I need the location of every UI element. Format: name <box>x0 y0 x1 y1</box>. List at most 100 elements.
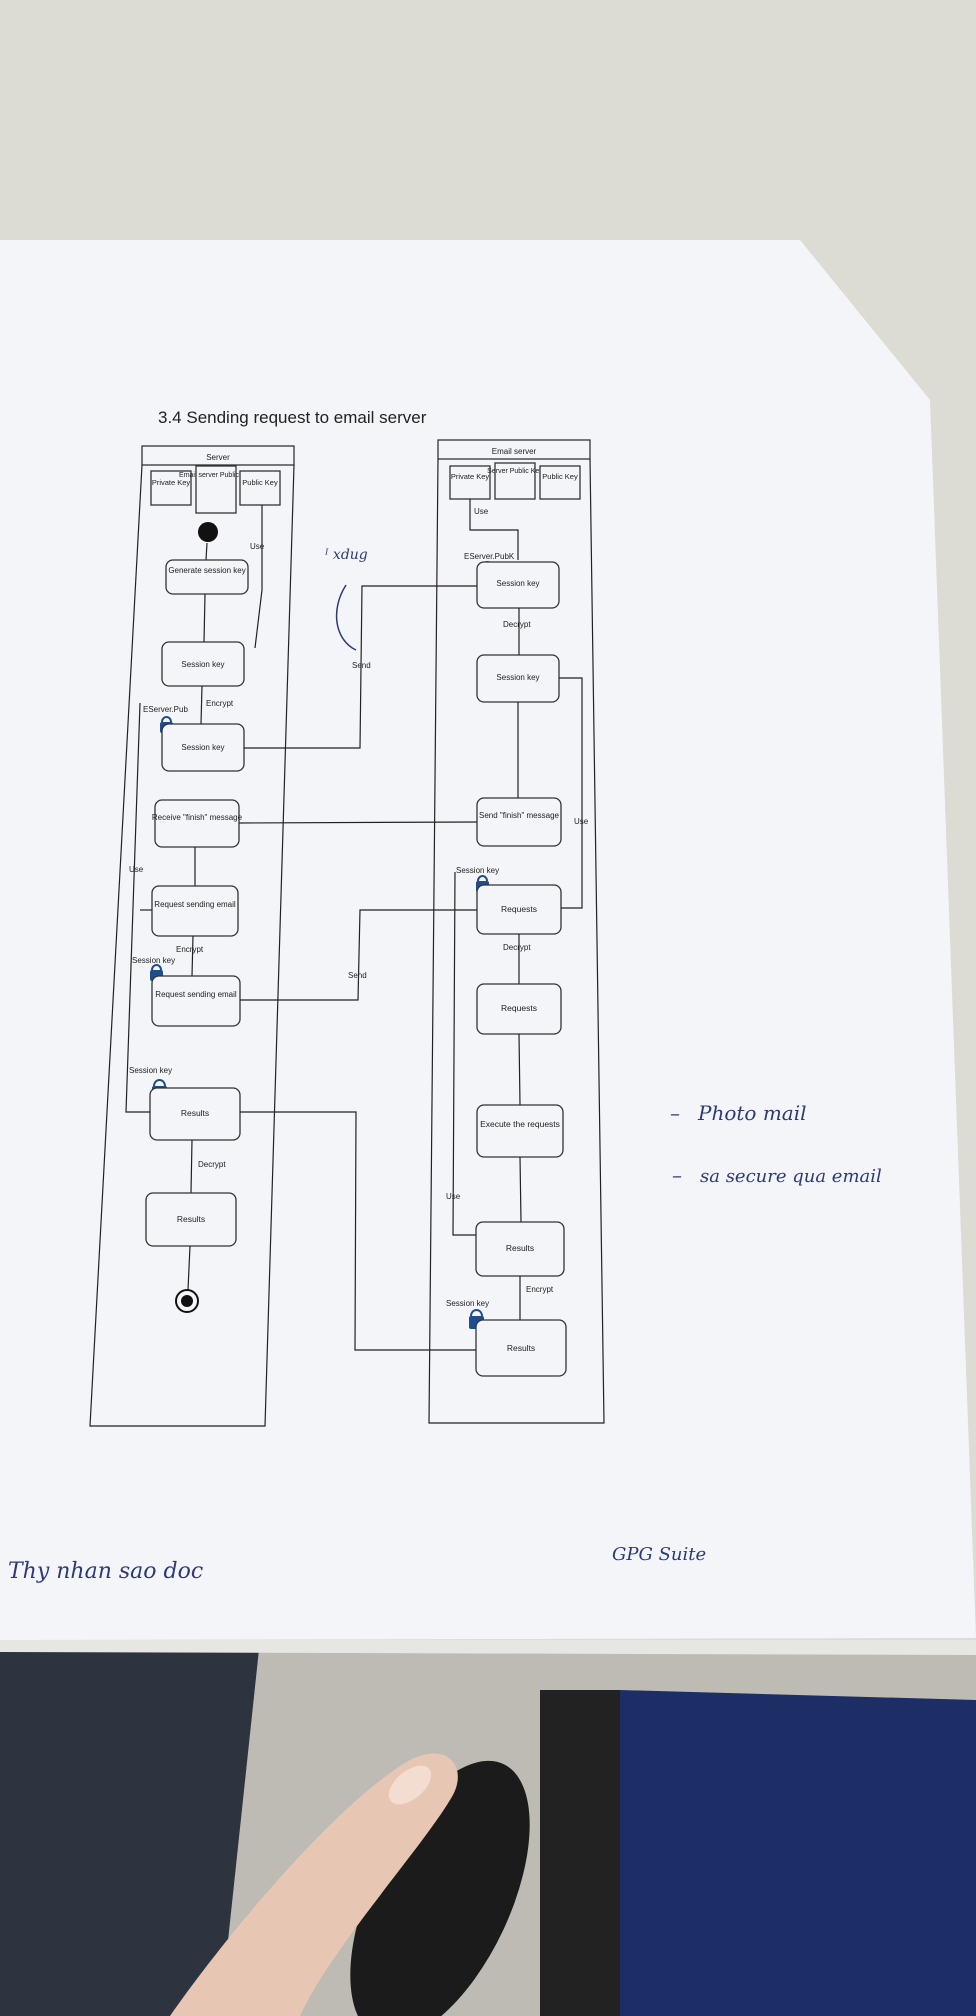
node-requests-2-label: Requests <box>501 1003 537 1013</box>
node-execute-requests <box>476 1104 564 1158</box>
node-execute-label: Execute the requests <box>480 1119 560 1129</box>
label-decrypt-server: Decrypt <box>198 1160 226 1169</box>
node-send-finish-label: Send "finish" message <box>479 811 559 820</box>
server-key-private-box <box>150 470 192 506</box>
node-email-session-key-1 <box>476 561 560 609</box>
node-request-sending-2 <box>151 975 241 1027</box>
email-use-label-1: Use <box>474 507 489 516</box>
node-request-sending-2-label: Request sending email <box>155 990 237 999</box>
node-session-key-2-label: Session key <box>181 743 224 752</box>
handwritten-gpg-suite: GPG Suite <box>612 1544 706 1565</box>
shoe <box>350 1760 530 2016</box>
node-email-results-1-label: Results <box>506 1243 534 1253</box>
server-lane-title: Server <box>206 453 230 462</box>
node-email-results-2 <box>475 1319 567 1377</box>
server-lane: Server Private Key Email server Public K… <box>89 445 295 1427</box>
node-receive-finish-label: Receive "finish" message <box>152 813 243 822</box>
server-key-private: Private Key <box>152 478 191 487</box>
label-encrypt-2: Encrypt <box>176 945 204 954</box>
label-email-decrypt-2: Decrypt <box>503 943 531 952</box>
handwritten-curl-arrow <box>335 584 357 651</box>
section-title: 3.4 Sending request to email server <box>158 408 427 427</box>
node-email-results-2-label: Results <box>507 1343 535 1353</box>
node-generate-session-key <box>165 559 249 595</box>
flow-send-label-2: Send <box>348 971 367 980</box>
fingernail <box>388 1765 432 1805</box>
edge-to-end <box>187 1245 191 1291</box>
cross-lane-flows: Send Send <box>238 585 478 1351</box>
email-use-line-left <box>452 871 476 1236</box>
label-email-encrypt: Encrypt <box>526 1285 554 1294</box>
flow-send-label-1: Send <box>352 661 371 670</box>
end-node-ring <box>175 1289 199 1313</box>
server-use-label-top: Use <box>250 542 265 551</box>
email-key-public: Public Key <box>542 472 578 481</box>
flow-finish-message <box>238 821 478 824</box>
email-lane-title: Email server <box>492 447 537 456</box>
node-send-finish <box>476 797 562 847</box>
node-request-sending-1-label: Request sending email <box>154 900 236 909</box>
node-results-2-label: Results <box>177 1214 205 1224</box>
node-receive-finish <box>154 799 240 848</box>
label-email-decrypt-1: Decrypt <box>503 620 531 629</box>
black-binder-edge <box>540 1690 620 2016</box>
edge-decrypt <box>190 1139 193 1194</box>
email-key-public-box <box>539 465 581 500</box>
handwritten-note-bottom: Thy nhan sao doc <box>8 1559 203 1584</box>
email-private-key-line <box>469 499 519 560</box>
label-email-session-key-1: Session key <box>456 866 499 875</box>
node-requests-1-label: Requests <box>501 904 537 914</box>
label-eserver-pub: EServer.Pub <box>143 705 188 714</box>
server-use-label-left: Use <box>129 865 144 874</box>
node-request-sending-1 <box>151 885 239 937</box>
paper-shadow <box>0 1640 976 1655</box>
flow-send-session-key <box>244 585 477 749</box>
server-use-line-left <box>125 702 150 1113</box>
flow-return-results <box>240 1111 476 1351</box>
node-email-session-key-2-label: Session key <box>496 673 539 682</box>
email-key-private-box <box>449 465 491 500</box>
node-session-key-1 <box>161 641 245 687</box>
edge-encrypt-2 <box>191 935 194 977</box>
server-key-public: Public Key <box>242 478 278 487</box>
server-key-emailserver-box <box>195 465 237 514</box>
email-use-label-right: Use <box>574 817 589 826</box>
label-session-key-server-2: Session key <box>129 1066 172 1075</box>
edge-encrypt-1 <box>200 685 203 725</box>
email-key-private: Private Key <box>451 472 490 481</box>
handwritten-note-right-1: Photo mail <box>697 1101 807 1125</box>
email-lane-header <box>437 439 591 460</box>
dark-cloth <box>0 1640 260 2016</box>
edge-requests-execute <box>518 1033 521 1106</box>
server-lane-border <box>89 464 295 1427</box>
label-encrypt-1: Encrypt <box>206 699 234 708</box>
email-use-label-left: Use <box>446 1192 461 1201</box>
node-generate-label: Generate session key <box>168 566 245 575</box>
email-key-serverpub: Server Public Key <box>487 468 543 475</box>
node-session-key-1-label: Session key <box>181 660 224 669</box>
node-results-1 <box>149 1087 241 1141</box>
node-results-2 <box>145 1192 237 1247</box>
handwritten-note-top: ᴵ xdug <box>324 547 368 563</box>
server-key-emailserver: Email server Public Key <box>179 472 253 479</box>
start-node <box>198 522 218 542</box>
server-lane-header <box>141 445 295 466</box>
edge-execute-results <box>519 1156 522 1223</box>
edge-generate-sessionkey <box>203 593 206 643</box>
node-results-1-label: Results <box>181 1108 209 1118</box>
email-use-line-right <box>559 677 583 909</box>
finger <box>170 1753 458 2016</box>
blue-binder <box>620 1690 976 2016</box>
handwritten-note-right-2: sa secure qua email <box>700 1166 882 1187</box>
handwritten-bullet-2: – <box>672 1163 682 1187</box>
flow-send-request <box>240 909 477 1001</box>
label-session-key-server-1: Session key <box>132 956 175 965</box>
handwritten-notes: ᴵ xdug – Photo mail – sa secure qua emai… <box>8 547 882 1584</box>
handwritten-bullet-1: – <box>670 1101 680 1125</box>
server-key-public-box <box>239 470 281 506</box>
edge-start-generate <box>205 542 208 561</box>
label-eserver-pubk: EServer.PubK <box>464 552 515 561</box>
server-public-key-line <box>254 505 263 649</box>
node-email-session-key-1-label: Session key <box>496 579 539 588</box>
